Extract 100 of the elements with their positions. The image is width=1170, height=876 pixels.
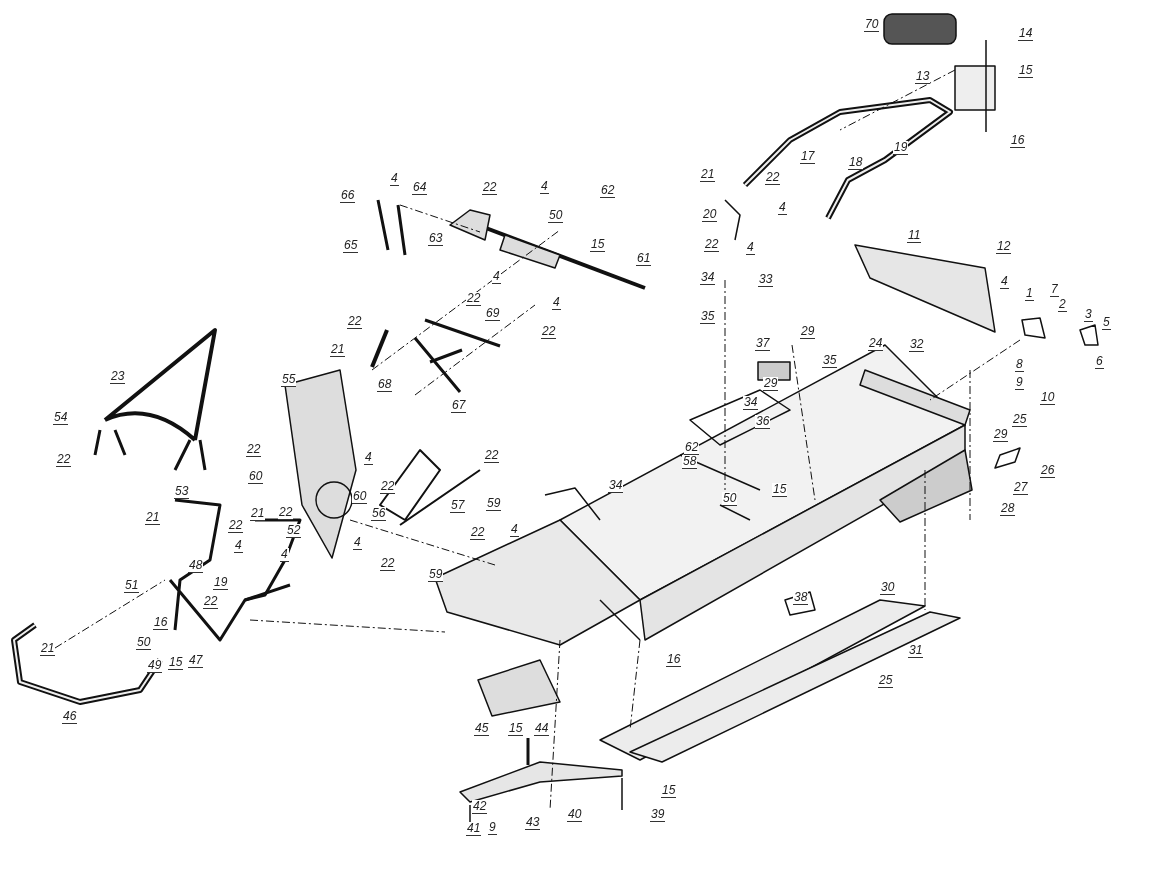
- callout-number: 22: [484, 449, 500, 463]
- callout-number: 42: [472, 800, 488, 814]
- callout-number: 21: [145, 511, 161, 525]
- callout-number: 22: [466, 292, 482, 306]
- callout-number: 53: [174, 485, 190, 499]
- callout-number: 14: [1018, 27, 1034, 41]
- callout-number: 30: [880, 581, 896, 595]
- callout-number: 22: [541, 325, 557, 339]
- callout-number: 26: [1040, 464, 1056, 478]
- callout-number: 59: [428, 568, 444, 582]
- callout-number: 52: [286, 524, 302, 538]
- callout-number: 22: [56, 453, 72, 467]
- callout-number: 1: [1025, 287, 1034, 301]
- callout-number: 56: [371, 507, 387, 521]
- callout-number: 32: [909, 338, 925, 352]
- callout-number: 54: [53, 411, 69, 425]
- callout-number: 34: [608, 479, 624, 493]
- callout-number: 4: [234, 539, 243, 553]
- callout-number: 47: [188, 654, 204, 668]
- callout-number: 22: [347, 315, 363, 329]
- callout-number: 15: [772, 483, 788, 497]
- callout-number: 21: [250, 507, 266, 521]
- callout-number: 45: [474, 722, 490, 736]
- callout-number: 8: [1015, 358, 1024, 372]
- callout-number: 16: [666, 653, 682, 667]
- callout-number: 12: [996, 240, 1012, 254]
- callout-number: 70: [864, 18, 880, 32]
- callout-number: 22: [482, 181, 498, 195]
- callout-number: 4: [778, 201, 787, 215]
- callout-number: 64: [412, 181, 428, 195]
- callout-number: 22: [704, 238, 720, 252]
- callout-number: 21: [330, 343, 346, 357]
- callout-number: 9: [1015, 376, 1024, 390]
- callout-number: 3: [1084, 308, 1093, 322]
- callout-number: 4: [540, 180, 549, 194]
- callout-number: 4: [510, 523, 519, 537]
- callout-number: 35: [822, 354, 838, 368]
- callout-number: 51: [124, 579, 140, 593]
- callout-number: 29: [993, 428, 1009, 442]
- callout-number: 33: [758, 273, 774, 287]
- callout-number: 35: [700, 310, 716, 324]
- callout-number: 23: [110, 370, 126, 384]
- callout-number: 22: [278, 506, 294, 520]
- callout-number: 18: [848, 156, 864, 170]
- callout-number: 24: [868, 337, 884, 351]
- callout-number: 61: [636, 252, 652, 266]
- callout-number: 37: [755, 337, 771, 351]
- callout-number: 67: [451, 399, 467, 413]
- callout-number: 4: [552, 296, 561, 310]
- callout-number: 7: [1050, 283, 1059, 297]
- callout-number: 66: [340, 189, 356, 203]
- callout-number: 13: [915, 70, 931, 84]
- callout-number: 2: [1058, 298, 1067, 312]
- callout-number: 34: [700, 271, 716, 285]
- callout-number: 22: [228, 519, 244, 533]
- callout-number: 57: [450, 499, 466, 513]
- callout-number: 4: [1000, 275, 1009, 289]
- callout-number: 19: [893, 141, 909, 155]
- callout-number: 25: [878, 674, 894, 688]
- callout-number: 4: [390, 172, 399, 186]
- callout-number: 62: [684, 441, 700, 455]
- callout-number: 4: [492, 270, 501, 284]
- callout-number: 60: [352, 490, 368, 504]
- callout-number: 38: [793, 591, 809, 605]
- callout-number: 29: [763, 377, 779, 391]
- callout-number: 4: [746, 241, 755, 255]
- callout-number: 4: [280, 548, 289, 562]
- callout-number: 50: [548, 209, 564, 223]
- callout-number: 21: [700, 168, 716, 182]
- callout-number: 68: [377, 378, 393, 392]
- callout-number: 59: [486, 497, 502, 511]
- callout-number: 6: [1095, 355, 1104, 369]
- callout-number: 22: [470, 526, 486, 540]
- callout-number: 55: [281, 373, 297, 387]
- callout-number: 4: [364, 451, 373, 465]
- callout-number: 19: [213, 576, 229, 590]
- callout-number: 48: [188, 559, 204, 573]
- callout-number: 63: [428, 232, 444, 246]
- callout-number: 4: [353, 536, 362, 550]
- callout-number: 10: [1040, 391, 1056, 405]
- callout-number: 31: [908, 644, 924, 658]
- callout-number: 22: [380, 557, 396, 571]
- callout-number: 22: [765, 171, 781, 185]
- callout-number: 20: [702, 208, 718, 222]
- callout-number: 15: [168, 656, 184, 670]
- callout-number: 50: [136, 636, 152, 650]
- callout-number: 22: [246, 443, 262, 457]
- callout-number: 58: [682, 455, 698, 469]
- callout-number: 21: [40, 642, 56, 656]
- callout-number: 9: [488, 821, 497, 835]
- callout-number: 15: [1018, 64, 1034, 78]
- callout-number: 17: [800, 150, 816, 164]
- callout-number: 62: [600, 184, 616, 198]
- callout-number: 28: [1000, 502, 1016, 516]
- callout-number: 34: [743, 396, 759, 410]
- callout-number: 5: [1102, 316, 1111, 330]
- callout-number: 25: [1012, 413, 1028, 427]
- callout-number: 39: [650, 808, 666, 822]
- callout-number: 46: [62, 710, 78, 724]
- callout-number: 60: [248, 470, 264, 484]
